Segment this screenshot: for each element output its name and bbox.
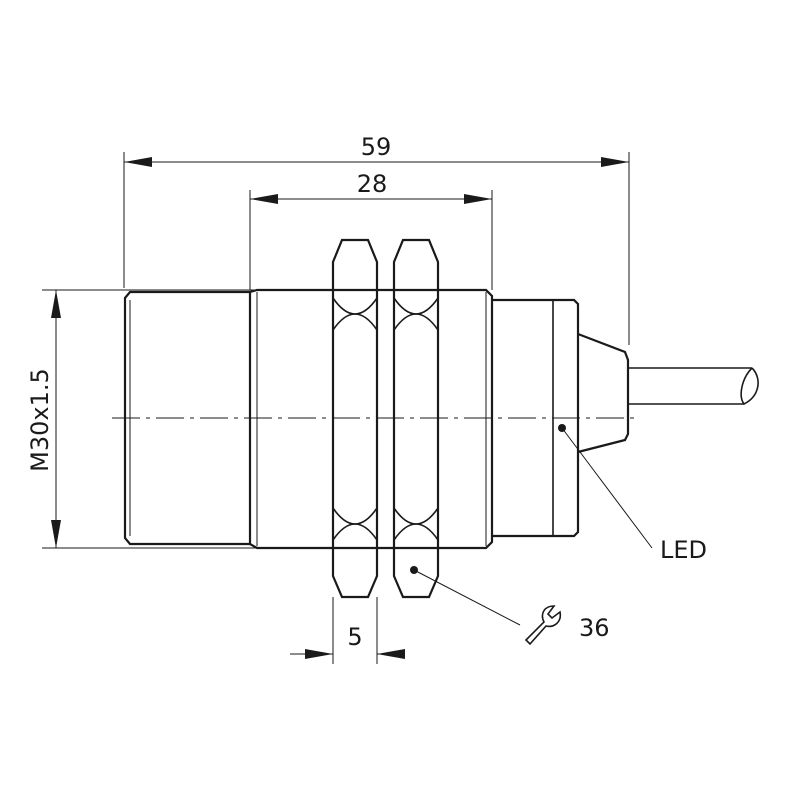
dim-nut-thickness: 5 (290, 597, 405, 664)
cable-break (740, 367, 759, 406)
nut-thickness-label: 5 (347, 623, 362, 651)
wrench-size-label: 36 (579, 614, 610, 642)
threaded-barrel (249, 288, 494, 550)
wrench-icon (524, 605, 562, 646)
thread-label: M30x1.5 (26, 368, 54, 472)
callout-wrench: 36 (413, 569, 610, 646)
nut-left (331, 238, 379, 599)
overall-length-label: 59 (361, 133, 392, 161)
led-label: LED (660, 536, 707, 564)
cable (628, 367, 752, 405)
dim-body-length: 28 (249, 170, 493, 290)
callout-led: LED (561, 427, 707, 564)
body-length-label: 28 (357, 170, 388, 198)
dim-thread: M30x1.5 (26, 289, 257, 549)
sensor-body (112, 288, 759, 550)
dim-overall-length: 59 (123, 133, 630, 345)
sensing-face (123, 290, 252, 546)
cable-gland (577, 332, 630, 454)
